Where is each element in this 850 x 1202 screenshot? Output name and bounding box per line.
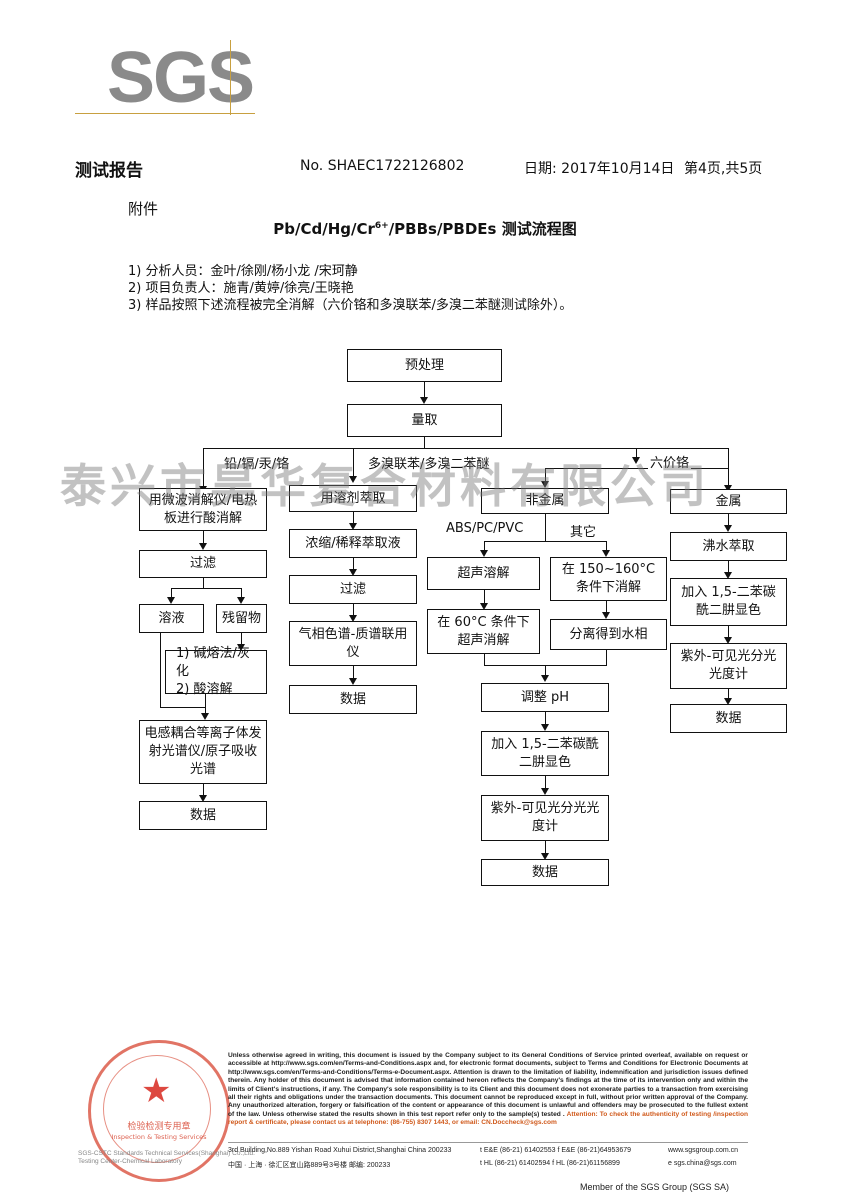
box-uv-vis-2: 紫外-可见光分光光度计 bbox=[670, 643, 787, 689]
box-dpc-color-2: 加入 1,5-二苯碳酰二肼显色 bbox=[670, 578, 787, 626]
box-gc-ms: 气相色谱-质谱联用仪 bbox=[289, 621, 417, 666]
label-abs-pc-pvc: ABS/PC/PVC bbox=[444, 521, 526, 536]
seal-lab-name: SGS-CSTC Standards Technical Services(Sh… bbox=[78, 1150, 255, 1165]
box-measure: 量取 bbox=[347, 404, 502, 437]
footer-disclaimer: Unless otherwise agreed in writing, this… bbox=[228, 1052, 749, 1127]
box-filter-1: 过滤 bbox=[139, 550, 267, 578]
box-alkali-fusion: 1) 碱熔法/灰化 2) 酸溶解 bbox=[165, 646, 267, 697]
box-solvent-extraction: 用溶剂萃取 bbox=[289, 485, 417, 512]
box-data-3: 数据 bbox=[481, 859, 609, 886]
logo-rule-vertical bbox=[230, 40, 231, 115]
flow-chart-title: Pb/Cd/Hg/Cr6+/PBBs/PBDEs 测试流程图 bbox=[273, 220, 577, 238]
logo-rule-horizontal bbox=[75, 113, 255, 114]
box-adjust-ph: 调整 pH bbox=[481, 683, 609, 712]
phone-cn: t HL (86-21) 61402594 f HL (86-21)611568… bbox=[480, 1160, 620, 1167]
sgs-logo-text: SGS bbox=[107, 38, 255, 118]
box-non-metal: 非金属 bbox=[481, 488, 609, 514]
seal-subtitle: Inspection & Testing Services bbox=[111, 1133, 207, 1141]
box-acid-digestion: 用微波消解仪/电热板进行酸消解 bbox=[139, 488, 267, 531]
branch-label-pbb: 多溴联苯/多溴二苯醚 bbox=[366, 453, 492, 472]
email: e sgs.china@sgs.com bbox=[668, 1160, 737, 1167]
box-icp-aas: 电感耦合等离子体发射光谱仪/原子吸收光谱 bbox=[139, 720, 267, 784]
info-line-3: 3) 样品按照下述流程被完全消解（六价铬和多溴联苯/多溴二苯醚测试除外）。 bbox=[128, 298, 573, 313]
box-solution: 溶液 bbox=[139, 604, 204, 633]
sgs-member-note: Member of the SGS Group (SGS SA) bbox=[580, 1182, 730, 1192]
box-concentrate: 浓缩/稀释萃取液 bbox=[289, 529, 417, 558]
box-pretreatment: 预处理 bbox=[347, 349, 502, 382]
report-title: 测试报告 bbox=[75, 161, 143, 181]
box-dpc-color-1: 加入 1,5-二苯碳酰二肼显色 bbox=[481, 731, 609, 776]
box-metal: 金属 bbox=[670, 489, 787, 514]
address-cn: 中国 · 上海 · 徐汇区宜山路889号3号楼 邮编: 200233 bbox=[228, 1162, 391, 1169]
attachment-label: 附件 bbox=[128, 200, 159, 218]
seal-title: 检验检测专用章 bbox=[127, 1122, 191, 1132]
box-boiling-water-extract: 沸水萃取 bbox=[670, 532, 787, 561]
info-line-1: 1) 分析人员：金叶/徐刚/杨小龙 /宋珂静 bbox=[128, 264, 358, 279]
report-number: No. SHAEC1722126802 bbox=[300, 158, 465, 174]
info-line-2: 2) 项目负责人：施青/黄婷/徐亮/王晓艳 bbox=[128, 281, 354, 296]
box-data-4: 数据 bbox=[670, 704, 787, 733]
box-uv-vis-1: 紫外-可见光分光光度计 bbox=[481, 795, 609, 841]
report-date: 日期: 2017年10月14日 bbox=[524, 161, 675, 177]
sgs-logo: SGS bbox=[75, 40, 255, 115]
box-separate-aqueous: 分离得到水相 bbox=[550, 619, 667, 650]
box-digest-150-160: 在 150~160°C 条件下消解 bbox=[550, 557, 667, 601]
phone-en: t E&E (86-21) 61402553 f E&E (86-21)6495… bbox=[480, 1147, 631, 1154]
box-filter-2: 过滤 bbox=[289, 575, 417, 604]
box-ultrasonic-dissolve: 超声溶解 bbox=[427, 557, 540, 590]
inspection-seal: ★ 检验检测专用章 Inspection & Testing Services bbox=[88, 1040, 230, 1182]
box-residue: 残留物 bbox=[216, 604, 267, 633]
label-other: 其它 bbox=[568, 521, 599, 540]
star-icon: ★ bbox=[141, 1071, 172, 1111]
box-data-2: 数据 bbox=[289, 685, 417, 714]
footer-attention: Attention: To check the authenticity of … bbox=[228, 1110, 749, 1127]
watermark: 泰兴市昊华复合材料有限公司 bbox=[60, 459, 710, 513]
branch-label-metals: 铅/镉/汞/铬 bbox=[222, 453, 292, 472]
branch-label-cr6: 六价铬 bbox=[648, 452, 692, 471]
page-number: 第4页,共5页 bbox=[684, 161, 763, 177]
box-ultrasonic-60c: 在 60°C 条件下超声消解 bbox=[427, 609, 540, 654]
address-en: 3rd Building,No.889 Yishan Road Xuhui Di… bbox=[228, 1147, 452, 1154]
website: www.sgsgroup.com.cn bbox=[668, 1147, 739, 1154]
box-data-1: 数据 bbox=[139, 801, 267, 830]
